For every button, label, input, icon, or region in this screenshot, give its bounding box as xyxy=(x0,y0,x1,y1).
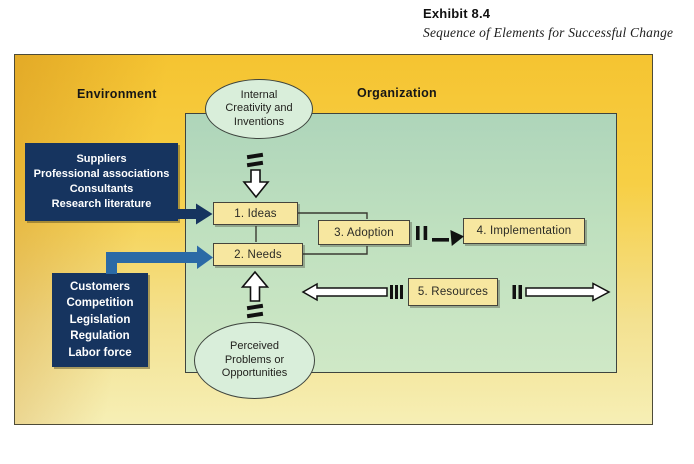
adoption-box-label: 3. Adoption xyxy=(334,226,394,239)
source-item: Competition xyxy=(66,297,134,310)
oval-line: Internal xyxy=(240,88,278,101)
internal-creativity-oval: Internal Creativity and Inventions xyxy=(205,79,313,139)
perceived-problems-oval: Perceived Problems or Opportunities xyxy=(194,322,315,399)
upper-environment-sources-box: Suppliers Professional associations Cons… xyxy=(25,143,178,221)
oval-line: Perceived xyxy=(230,340,279,353)
environment-label: Environment xyxy=(77,87,157,101)
title-block: Exhibit 8.4 Sequence of Elements for Suc… xyxy=(423,6,673,41)
needs-box-label: 2. Needs xyxy=(234,248,282,261)
ideas-box-label: 1. Ideas xyxy=(234,207,277,220)
source-item: Professional associations xyxy=(33,168,170,180)
oval-line: Inventions xyxy=(233,115,285,128)
source-item: Labor force xyxy=(68,346,132,359)
source-item: Regulation xyxy=(70,330,130,343)
oval-line: Problems or xyxy=(224,353,285,366)
source-item: Research literature xyxy=(51,198,152,210)
source-item: Customers xyxy=(69,280,131,293)
exhibit-subtitle: Sequence of Elements for Successful Chan… xyxy=(423,25,674,40)
oval-line: Creativity and xyxy=(225,102,293,115)
organization-label: Organization xyxy=(357,86,437,100)
source-item: Suppliers xyxy=(76,153,127,165)
source-item: Legislation xyxy=(69,313,131,326)
lower-environment-sources-box: Customers Competition Legislation Regula… xyxy=(52,273,148,367)
adoption-box: 3. Adoption xyxy=(318,220,410,245)
implementation-box-label: 4. Implementation xyxy=(476,225,572,237)
resources-box: 5. Resources xyxy=(408,278,498,306)
oval-line: Opportunities xyxy=(221,367,288,380)
exhibit-number: Exhibit 8.4 xyxy=(423,6,491,21)
ideas-box: 1. Ideas xyxy=(213,202,298,225)
resources-box-label: 5. Resources xyxy=(417,286,489,298)
source-item: Consultants xyxy=(69,183,134,195)
implementation-box: 4. Implementation xyxy=(463,218,585,244)
needs-box: 2. Needs xyxy=(213,243,303,266)
